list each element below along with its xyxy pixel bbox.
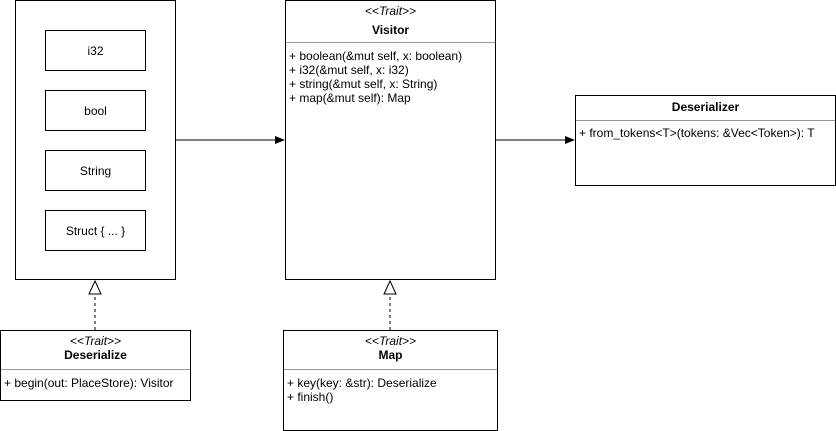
class-name: Deserialize	[64, 348, 127, 362]
type-box-bool[interactable]: bool	[45, 90, 146, 131]
member-method: + finish()	[287, 390, 334, 404]
member-method: + key(key: &str): Deserialize	[287, 376, 437, 390]
type-label: String	[79, 163, 112, 178]
member-method: + boolean(&mut self, x: boolean)	[289, 49, 463, 63]
deserialize-class[interactable]: <<Trait>> Deserialize + begin(out: Place…	[0, 330, 191, 401]
type-box-struct[interactable]: Struct { ... }	[45, 210, 146, 251]
type-label: bool	[84, 103, 107, 118]
member-list: + begin(out: PlaceStore): Visitor	[4, 376, 174, 390]
class-divider	[286, 42, 495, 43]
member-method: + begin(out: PlaceStore): Visitor	[4, 376, 174, 390]
type-box-i32[interactable]: i32	[45, 30, 146, 71]
type-label: i32	[87, 43, 104, 58]
member-list: + boolean(&mut self, x: boolean) + i32(&…	[289, 49, 462, 105]
member-method: + string(&mut self, x: String)	[289, 77, 438, 91]
class-divider	[284, 369, 497, 370]
member-method: + from_tokens<T>(tokens: &Vec<Token>): T	[579, 126, 815, 140]
type-label: Struct { ... }	[65, 223, 126, 238]
member-list: + key(key: &str): Deserialize + finish()	[287, 376, 437, 404]
class-divider	[576, 120, 835, 121]
type-box-string[interactable]: String	[45, 150, 146, 191]
stereotype-label: <<Trait>>	[364, 4, 417, 18]
deserialize-realization-head	[88, 279, 102, 295]
map-class[interactable]: <<Trait>> Map + key(key: &str): Deserial…	[283, 330, 498, 431]
class-name: Map	[378, 348, 403, 362]
stereotype-label: <<Trait>>	[364, 334, 417, 348]
class-name: Deserializer	[671, 100, 740, 114]
types-container[interactable]: i32 bool String Struct { ... }	[15, 0, 176, 280]
member-method: + map(&mut self): Map	[289, 91, 411, 105]
class-name: Visitor	[371, 23, 410, 37]
stereotype-label: <<Trait>>	[69, 334, 122, 348]
class-divider	[1, 369, 190, 370]
deserializer-class[interactable]: Deserializer + from_tokens<T>(tokens: &V…	[575, 95, 836, 186]
member-list: + from_tokens<T>(tokens: &Vec<Token>): T	[579, 126, 815, 140]
map-realization-head	[383, 279, 397, 295]
member-method: + i32(&mut self, x: i32)	[289, 63, 409, 77]
visitor-class[interactable]: <<Trait>> Visitor + boolean(&mut self, x…	[285, 0, 496, 280]
